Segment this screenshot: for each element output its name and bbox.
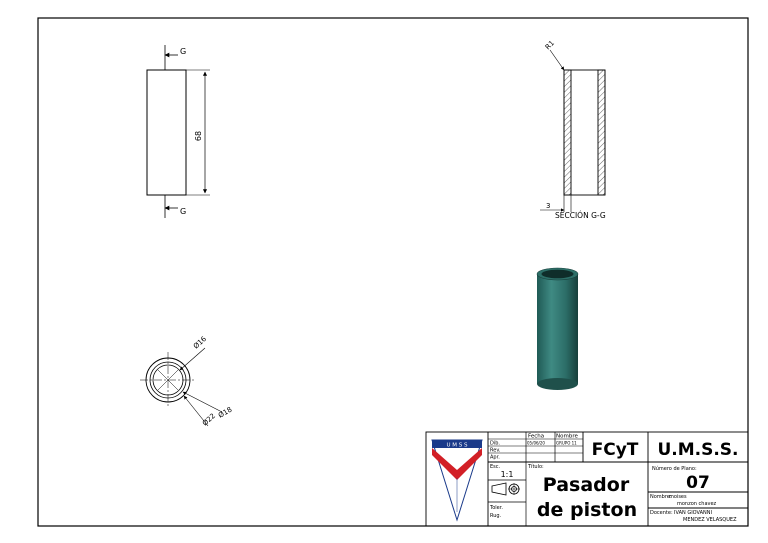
section-wall-right xyxy=(597,69,606,196)
isometric-cylinder xyxy=(536,267,579,390)
dim-inner: Ø16 xyxy=(192,335,208,351)
section-letter-bottom: G xyxy=(180,207,186,216)
dib-fecha: 05/06/20 xyxy=(527,441,545,446)
section-view: R1 3 SECCIÓN G-G xyxy=(540,39,606,220)
nombre-1: moises xyxy=(669,494,687,500)
front-view: G G 68 xyxy=(146,45,210,218)
plano-label: Número de Plano: xyxy=(652,465,697,472)
front-view-outline xyxy=(146,69,187,196)
nombre-label: Nombre: xyxy=(650,494,672,500)
cylinder-bore xyxy=(541,269,574,279)
dim-length: 68 xyxy=(194,131,203,141)
university-name: U.M.S.S. xyxy=(657,440,738,460)
title-block xyxy=(425,431,749,527)
docente-2: MENDEZ VELASQUEZ xyxy=(683,517,737,523)
row-rev: Rev. xyxy=(490,448,501,454)
row-apr: Apr. xyxy=(490,455,500,461)
dim-r1: R1 xyxy=(544,39,556,51)
drawing-title-line1: Pasador xyxy=(543,474,630,496)
end-outer-circle xyxy=(145,357,191,403)
docente-1: IVAN GIOVANNI xyxy=(674,510,712,516)
projection-symbol-icon xyxy=(491,482,520,496)
dim-outer: Ø22 xyxy=(201,412,217,428)
end-mid-circle xyxy=(149,361,187,399)
col-nombre: Nombre xyxy=(556,434,578,440)
plano-number: 07 xyxy=(686,473,710,493)
dim-bottom: 3 xyxy=(546,202,550,210)
faculty-name: FCyT xyxy=(592,440,639,460)
nombre-2: monzon chavez xyxy=(677,501,717,507)
end-view: Ø16 Ø18 Ø22 xyxy=(140,335,233,428)
row-dib: Dib. xyxy=(490,441,500,447)
logo-text: U M S S xyxy=(447,443,469,449)
section-label: SECCIÓN G-G xyxy=(555,211,606,220)
esc-label: Esc. xyxy=(490,464,501,470)
umss-logo: U M S S xyxy=(431,439,483,522)
scale-value: 1:1 xyxy=(501,470,514,479)
col-fecha: Fecha xyxy=(528,434,544,440)
titulo-label: Título: xyxy=(527,463,544,470)
dib-nombre: GRUPO 11 xyxy=(556,441,577,446)
drawing-title-line2: de piston xyxy=(537,499,637,521)
toler-label: Toler. xyxy=(489,505,503,511)
rug-label: Rug. xyxy=(490,513,502,519)
docente-label: Docente: xyxy=(650,510,673,516)
sheet-border xyxy=(37,17,749,527)
section-letter-top: G xyxy=(180,47,186,56)
dim-mid: Ø18 xyxy=(217,406,233,420)
section-wall-left xyxy=(563,69,572,196)
end-inner-circle xyxy=(152,364,184,396)
